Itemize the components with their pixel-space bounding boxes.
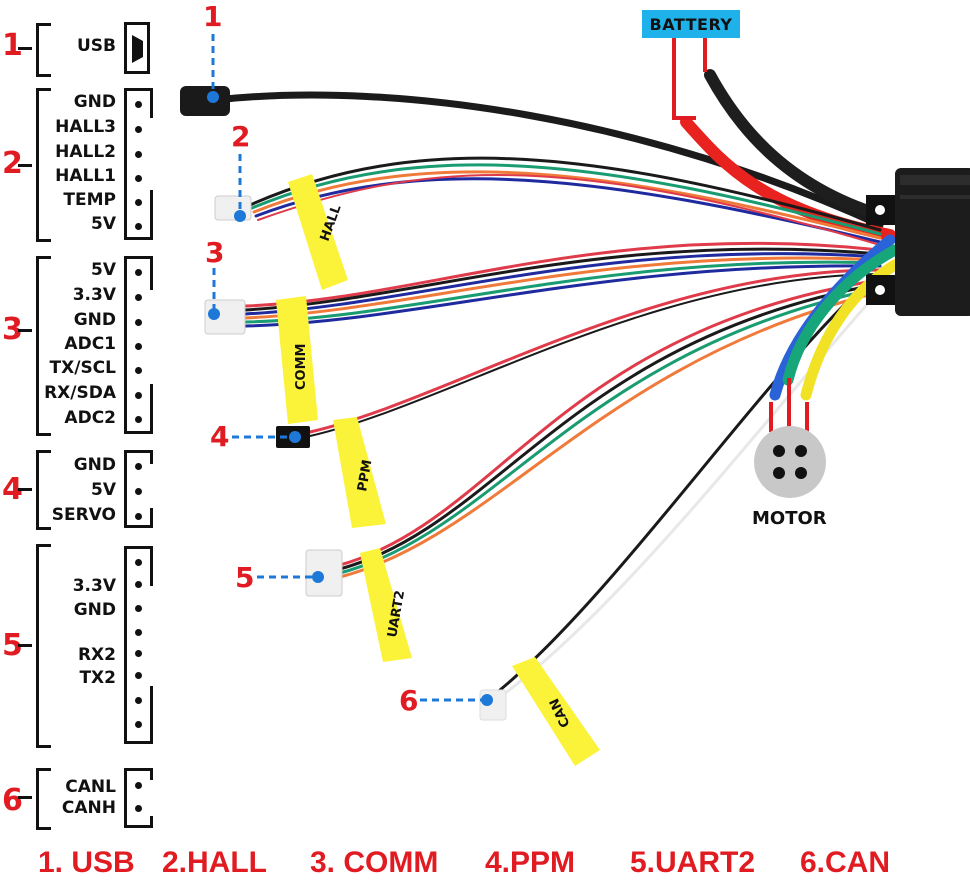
- can-connector-icon: [124, 768, 153, 828]
- pin-label: TX2: [79, 668, 116, 688]
- battery-label-box: BATTERY: [642, 10, 740, 38]
- usb-plug-icon: [180, 86, 230, 116]
- legend-item: 1. USB: [38, 846, 135, 879]
- pin-label: HALL3: [55, 117, 116, 137]
- group-number: 1: [2, 28, 23, 63]
- tag-hall: [288, 174, 348, 290]
- pin-label: GND: [73, 310, 116, 330]
- pin-label: TX/SCL: [49, 358, 116, 378]
- bracket-tick: [18, 164, 32, 167]
- bracket-tick: [18, 796, 32, 799]
- bracket-tick: [18, 644, 32, 647]
- usb-port-icon: [132, 35, 143, 63]
- battery-label: BATTERY: [649, 14, 733, 34]
- pin-label: GND: [73, 92, 116, 112]
- callout-number: 2: [231, 120, 251, 153]
- legend-item: 6.CAN: [800, 846, 891, 879]
- pin-label: 3.3V: [72, 576, 116, 596]
- callout-number: 4: [210, 420, 230, 453]
- pin-label: 5V: [91, 214, 116, 234]
- group-number: 5: [2, 628, 23, 663]
- comm-connector-icon: [124, 256, 153, 434]
- pin-label: HALL1: [55, 166, 116, 186]
- pin-label: SERVO: [51, 505, 116, 525]
- pin-label: CANL: [65, 777, 116, 797]
- uart2-connector-icon: [124, 546, 153, 744]
- group-number: 3: [2, 312, 23, 347]
- motor-icon: [754, 378, 826, 498]
- callout-dots: [207, 91, 493, 706]
- pin-label: ADC1: [64, 334, 116, 354]
- bracket-tick: [18, 329, 32, 332]
- bracket-tick: [18, 47, 32, 50]
- legend-item: 3. COMM: [310, 846, 439, 879]
- ppm-connector-icon: [124, 450, 153, 528]
- legend-item: 5.UART2: [630, 846, 756, 879]
- wire-bundle: [211, 69, 906, 696]
- bracket-tick: [18, 488, 32, 491]
- tag-label: COMM: [294, 344, 309, 390]
- group-number: 6: [2, 783, 23, 818]
- bracket: [36, 23, 51, 77]
- pin-label: 5V: [91, 260, 116, 280]
- pin-label: 3.3V: [72, 285, 116, 305]
- bracket: [36, 450, 51, 530]
- legend-item: 2.HALL: [162, 846, 267, 879]
- pin-label: GND: [73, 455, 116, 475]
- callout-number: 5: [235, 561, 255, 594]
- pin-label: CANH: [61, 798, 116, 818]
- tag-ppm: [333, 417, 386, 528]
- bracket: [36, 256, 51, 436]
- esc-controller-icon: [866, 168, 970, 316]
- group-number: 4: [2, 472, 23, 507]
- pin-label: RX/SDA: [44, 383, 116, 403]
- pin-label: ADC2: [64, 408, 116, 428]
- group-number: 2: [2, 146, 23, 181]
- bracket: [36, 88, 51, 242]
- tag-label: PPM: [355, 459, 375, 493]
- uart2-connector-plug-icon: [305, 549, 343, 597]
- pin-label: GND: [73, 600, 116, 620]
- bracket: [36, 768, 51, 830]
- tag-can: [512, 657, 600, 766]
- pin-label: 5V: [91, 480, 116, 500]
- pin-label: HALL2: [55, 142, 116, 162]
- hall-connector-icon: [124, 88, 153, 240]
- callout-number: 6: [399, 684, 419, 717]
- callout-lines: [211, 34, 486, 702]
- motor-label: MOTOR: [752, 508, 827, 529]
- pin-label: TEMP: [63, 190, 116, 210]
- callout-number: 1: [203, 0, 223, 33]
- battery-leads: [672, 38, 707, 120]
- bracket: [36, 544, 51, 748]
- usb-connector-icon: [124, 22, 150, 74]
- tag-uart2: [360, 548, 412, 662]
- tag-comm: [276, 296, 318, 424]
- pin-label: RX2: [77, 645, 116, 665]
- pin-label: USB: [76, 36, 116, 56]
- legend-item: 4.PPM: [485, 846, 576, 879]
- callout-number: 3: [205, 236, 225, 269]
